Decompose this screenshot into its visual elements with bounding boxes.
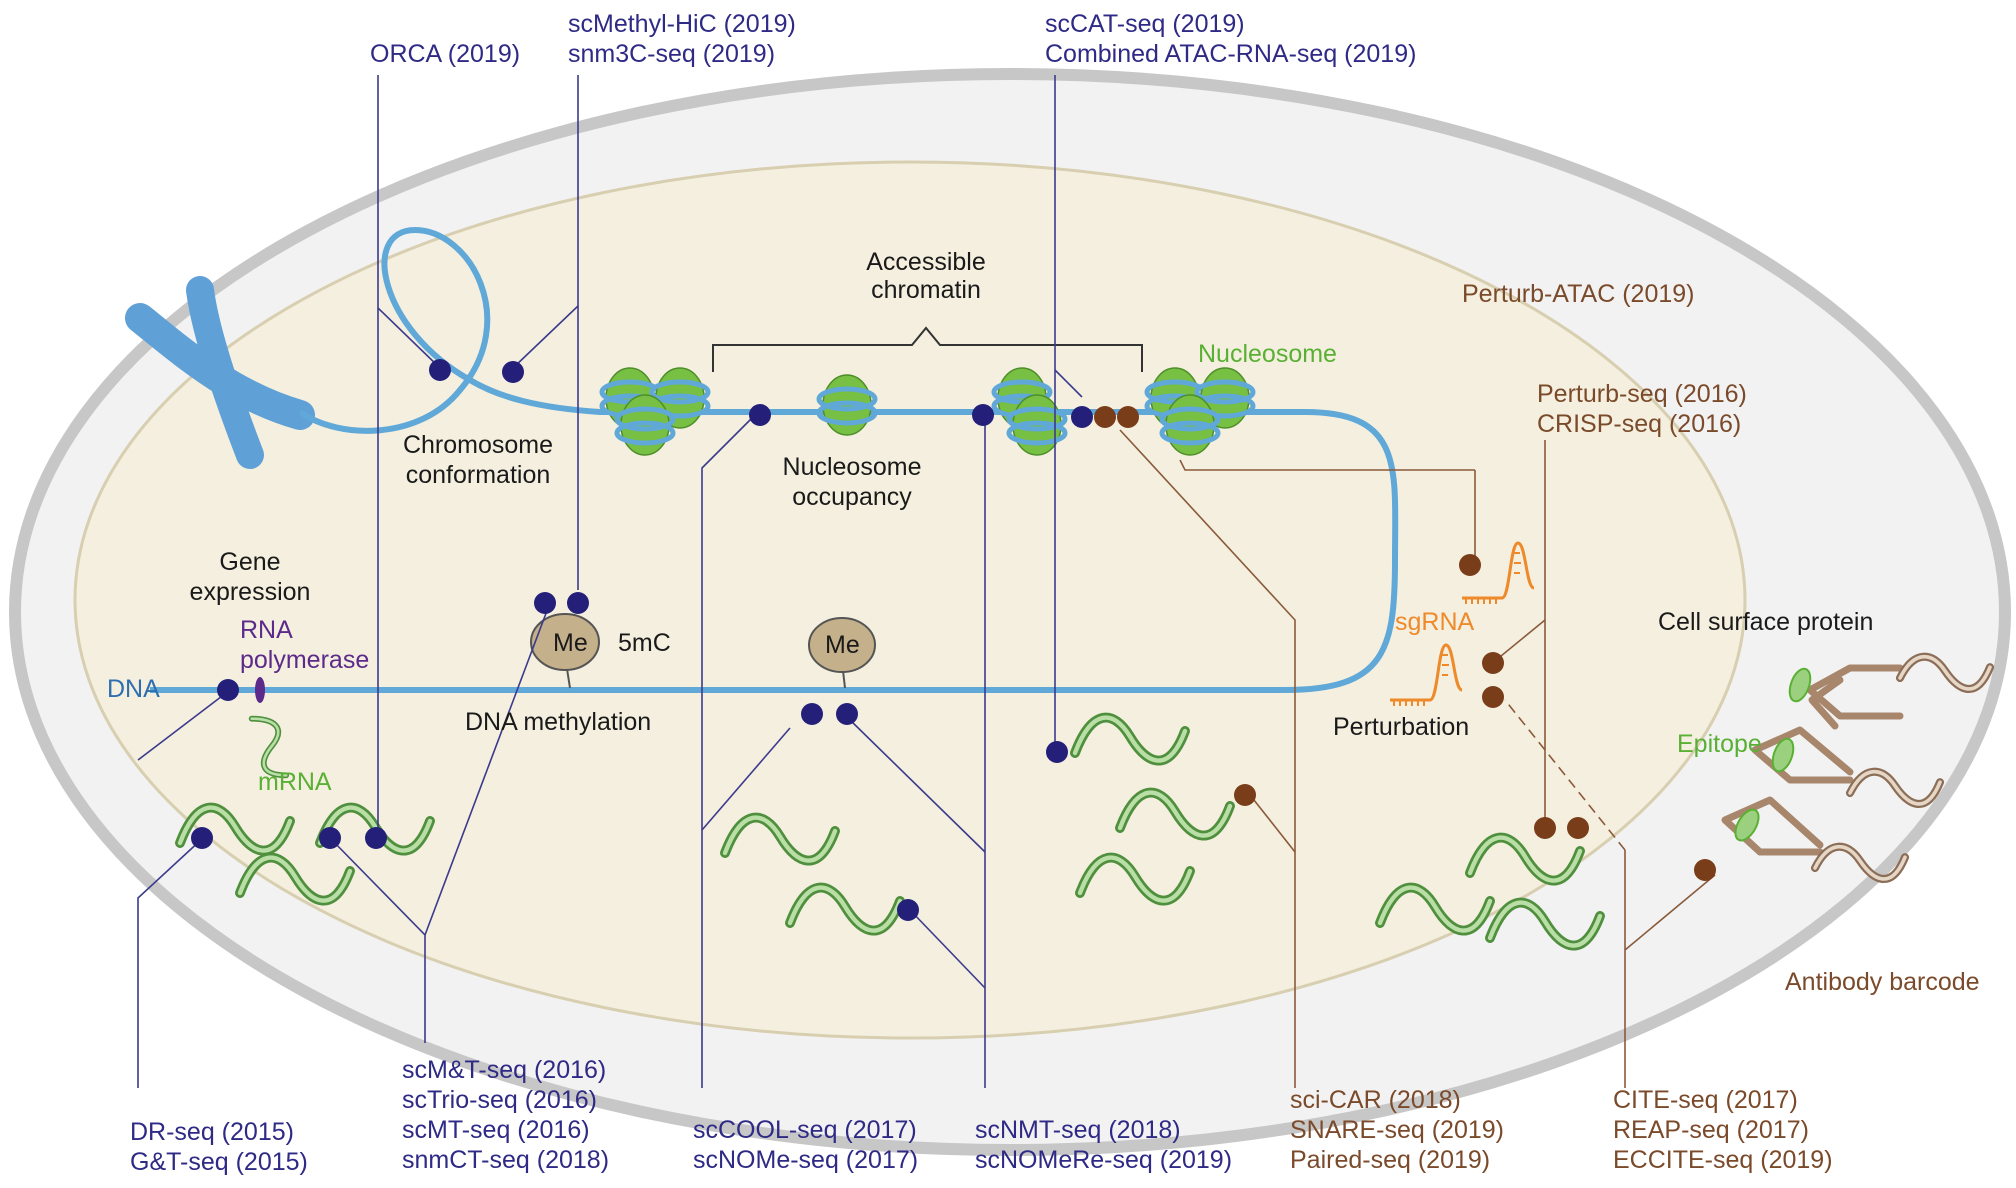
label-mrna: mRNA <box>258 768 332 796</box>
brown-connectors <box>1119 429 1716 1088</box>
epitope-group <box>1734 667 1812 842</box>
chromosome <box>125 276 315 469</box>
label-epitope: Epitope <box>1677 730 1762 758</box>
method-scnmt: scNMT-seq (2018)scNOMeRe-seq (2019) <box>975 1116 1232 1174</box>
navy-connectors <box>137 75 1083 1088</box>
methyl-group-1 <box>530 613 600 689</box>
label-5mc: 5mC <box>618 629 671 657</box>
label-me-1: Me <box>553 629 588 657</box>
method-perturb-atac: Perturb-ATAC (2019) <box>1462 280 1694 308</box>
method-perturb-seq: Perturb-seq (2016)CRISP-seq (2016) <box>1537 380 1747 438</box>
brown-probes <box>1094 406 1716 881</box>
method-scmethyl-hic: scMethyl-HiC (2019)snm3C-seq (2019) <box>568 10 796 68</box>
method-orca: ORCA (2019) <box>370 40 520 68</box>
label-perturbation: Perturbation <box>1333 713 1469 741</box>
label-me-2: Me <box>825 631 860 659</box>
methyl-group-2 <box>808 617 876 689</box>
label-dna-methylation: DNA methylation <box>465 708 651 736</box>
method-scicar: sci-CAR (2018)SNARE-seq (2019)Paired-seq… <box>1290 1086 1504 1174</box>
dna-strand <box>150 226 1399 693</box>
label-antibody-barcode: Antibody barcode <box>1785 968 1980 996</box>
label-cell-surface-protein: Cell surface protein <box>1658 608 1873 636</box>
nucleus <box>73 160 1747 1040</box>
label-nucleosome: Nucleosome <box>1198 340 1337 368</box>
rna-polymerase-icon <box>255 677 265 703</box>
label-sgrna: sgRNA <box>1395 608 1475 636</box>
method-sccool: scCOOL-seq (2017)scNOMe-seq (2017) <box>693 1116 918 1174</box>
method-dr-seq: DR-seq (2015)G&T-seq (2015) <box>130 1118 308 1176</box>
navy-probes <box>191 359 1093 921</box>
method-scmt: scM&T-seq (2016)scTrio-seq (2016)scMT-se… <box>402 1056 609 1174</box>
method-sccat: scCAT-seq (2019)Combined ATAC-RNA-seq (2… <box>1045 10 1416 68</box>
accessible-chromatin-bracket <box>712 326 1143 372</box>
method-cite: CITE-seq (2017)REAP-seq (2017)ECCITE-seq… <box>1613 1086 1833 1174</box>
label-dna: DNA <box>107 675 160 703</box>
